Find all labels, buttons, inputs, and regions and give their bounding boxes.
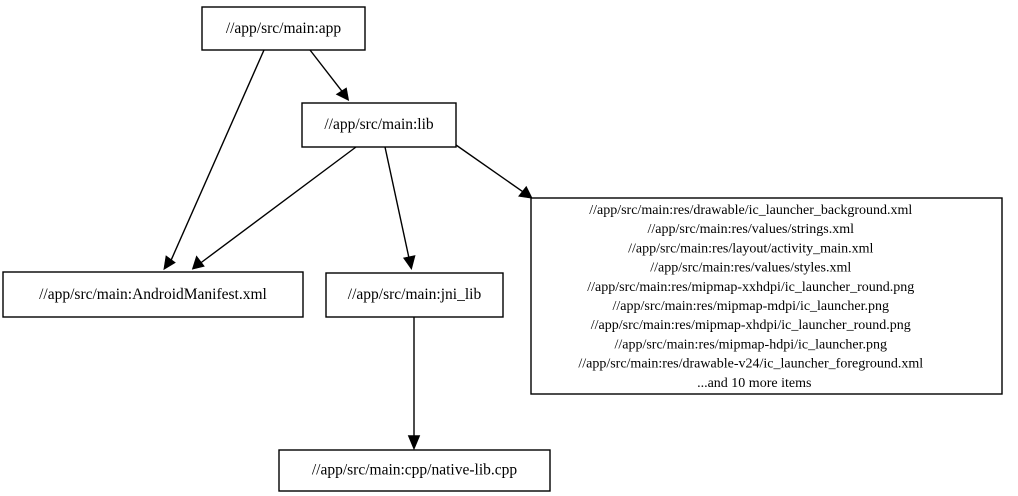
edge-lib-to-manifest: [191, 146, 357, 270]
edge-jni-lib-to-native-lib: [407, 317, 421, 451]
node-label: //app/src/main:cpp/native-lib.cpp: [312, 462, 518, 479]
arrowhead-icon: [402, 255, 416, 270]
node-label: //app/src/main:app: [226, 20, 342, 37]
node-box[interactable]: [201, 6, 366, 51]
edge-line: [455, 144, 525, 194]
node-resources[interactable]: //app/src/main:res/drawable/ic_launcher_…: [530, 197, 1003, 395]
edge-lib-to-jni-lib: [384, 146, 416, 270]
resource-line: //app/src/main:res/drawable/ic_launcher_…: [589, 203, 912, 218]
resource-line: //app/src/main:res/values/strings.xml: [648, 222, 855, 237]
node-app[interactable]: //app/src/main:app: [201, 6, 366, 51]
resource-line: //app/src/main:res/values/styles.xml: [650, 261, 851, 276]
node-box[interactable]: [530, 197, 1003, 395]
edge-app-to-lib: [309, 49, 350, 102]
node-label: //app/src/main:jni_lib: [348, 286, 482, 303]
node-box[interactable]: [325, 272, 504, 318]
resource-line: //app/src/main:res/drawable-v24/ic_launc…: [578, 357, 923, 372]
resource-line: //app/src/main:res/mipmap-hdpi/ic_launch…: [614, 337, 887, 352]
node-layer: //app/src/main:app //app/src/main:lib //…: [2, 6, 1003, 492]
node-label: //app/src/main:lib: [324, 116, 434, 133]
node-native-lib-cpp[interactable]: //app/src/main:cpp/native-lib.cpp: [278, 449, 551, 492]
resource-line: ...and 10 more items: [697, 376, 811, 391]
node-resources-label: //app/src/main:res/drawable/ic_launcher_…: [578, 203, 954, 391]
edge-layer: [163, 49, 533, 451]
resource-line: //app/src/main:res/layout/activity_main.…: [628, 241, 873, 256]
resource-line: //app/src/main:res/mipmap-mdpi/ic_launch…: [613, 299, 889, 314]
arrowhead-icon: [335, 87, 350, 102]
node-jni-lib[interactable]: //app/src/main:jni_lib: [325, 272, 504, 318]
node-label: //app/src/main:AndroidManifest.xml: [39, 286, 267, 303]
node-box[interactable]: [301, 102, 457, 148]
edge-line: [309, 49, 344, 93]
resource-line: //app/src/main:res/mipmap-xhdpi/ic_launc…: [591, 318, 911, 333]
edge-line: [169, 49, 265, 262]
arrowhead-icon: [518, 185, 533, 199]
edge-line: [199, 146, 357, 265]
node-androidmanifest[interactable]: //app/src/main:AndroidManifest.xml: [2, 271, 304, 318]
arrowhead-icon: [163, 255, 176, 271]
node-box[interactable]: [278, 449, 551, 492]
node-box[interactable]: [2, 271, 304, 318]
node-lib[interactable]: //app/src/main:lib: [301, 102, 457, 148]
edge-lib-to-resources: [455, 144, 533, 199]
edge-line: [384, 146, 410, 260]
arrowhead-icon: [191, 255, 205, 270]
edge-app-to-manifest: [163, 49, 265, 271]
arrowhead-icon: [407, 435, 421, 451]
resource-line: //app/src/main:res/mipmap-xxhdpi/ic_laun…: [587, 280, 914, 295]
